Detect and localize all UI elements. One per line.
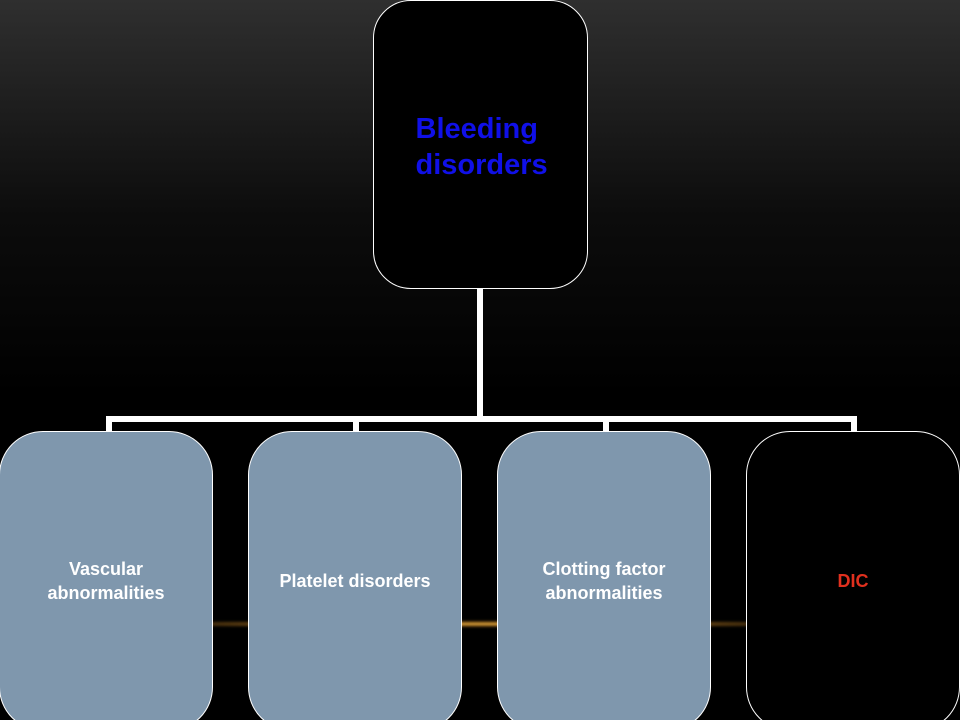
child-node-platelet-disorders: Platelet disorders	[248, 431, 462, 720]
child-node-label: DIC	[837, 571, 869, 591]
child-node-clotting-factor-abnormalities: Clotting factor abnormalities	[497, 431, 711, 720]
root-node-bleeding-disorders: Bleeding disorders	[373, 0, 588, 289]
background-glow	[60, 620, 900, 628]
connector-drop-dic	[851, 416, 857, 432]
child-node-vascular-abnormalities: Vascular abnormalities	[0, 431, 213, 720]
child-node-label: Platelet disorders	[279, 571, 431, 591]
root-node-label: Bleeding disorders	[415, 113, 548, 181]
connector-root-stem	[477, 289, 483, 419]
connector-drop-platelet	[353, 416, 359, 432]
child-node-label: Vascular abnormalities	[47, 559, 165, 603]
child-node-dic: DIC	[746, 431, 960, 720]
child-node-label: Clotting factor abnormalities	[542, 559, 666, 603]
connector-horizontal-bar	[106, 416, 857, 422]
connector-drop-clotting	[603, 416, 609, 432]
connector-drop-vascular	[106, 416, 112, 432]
